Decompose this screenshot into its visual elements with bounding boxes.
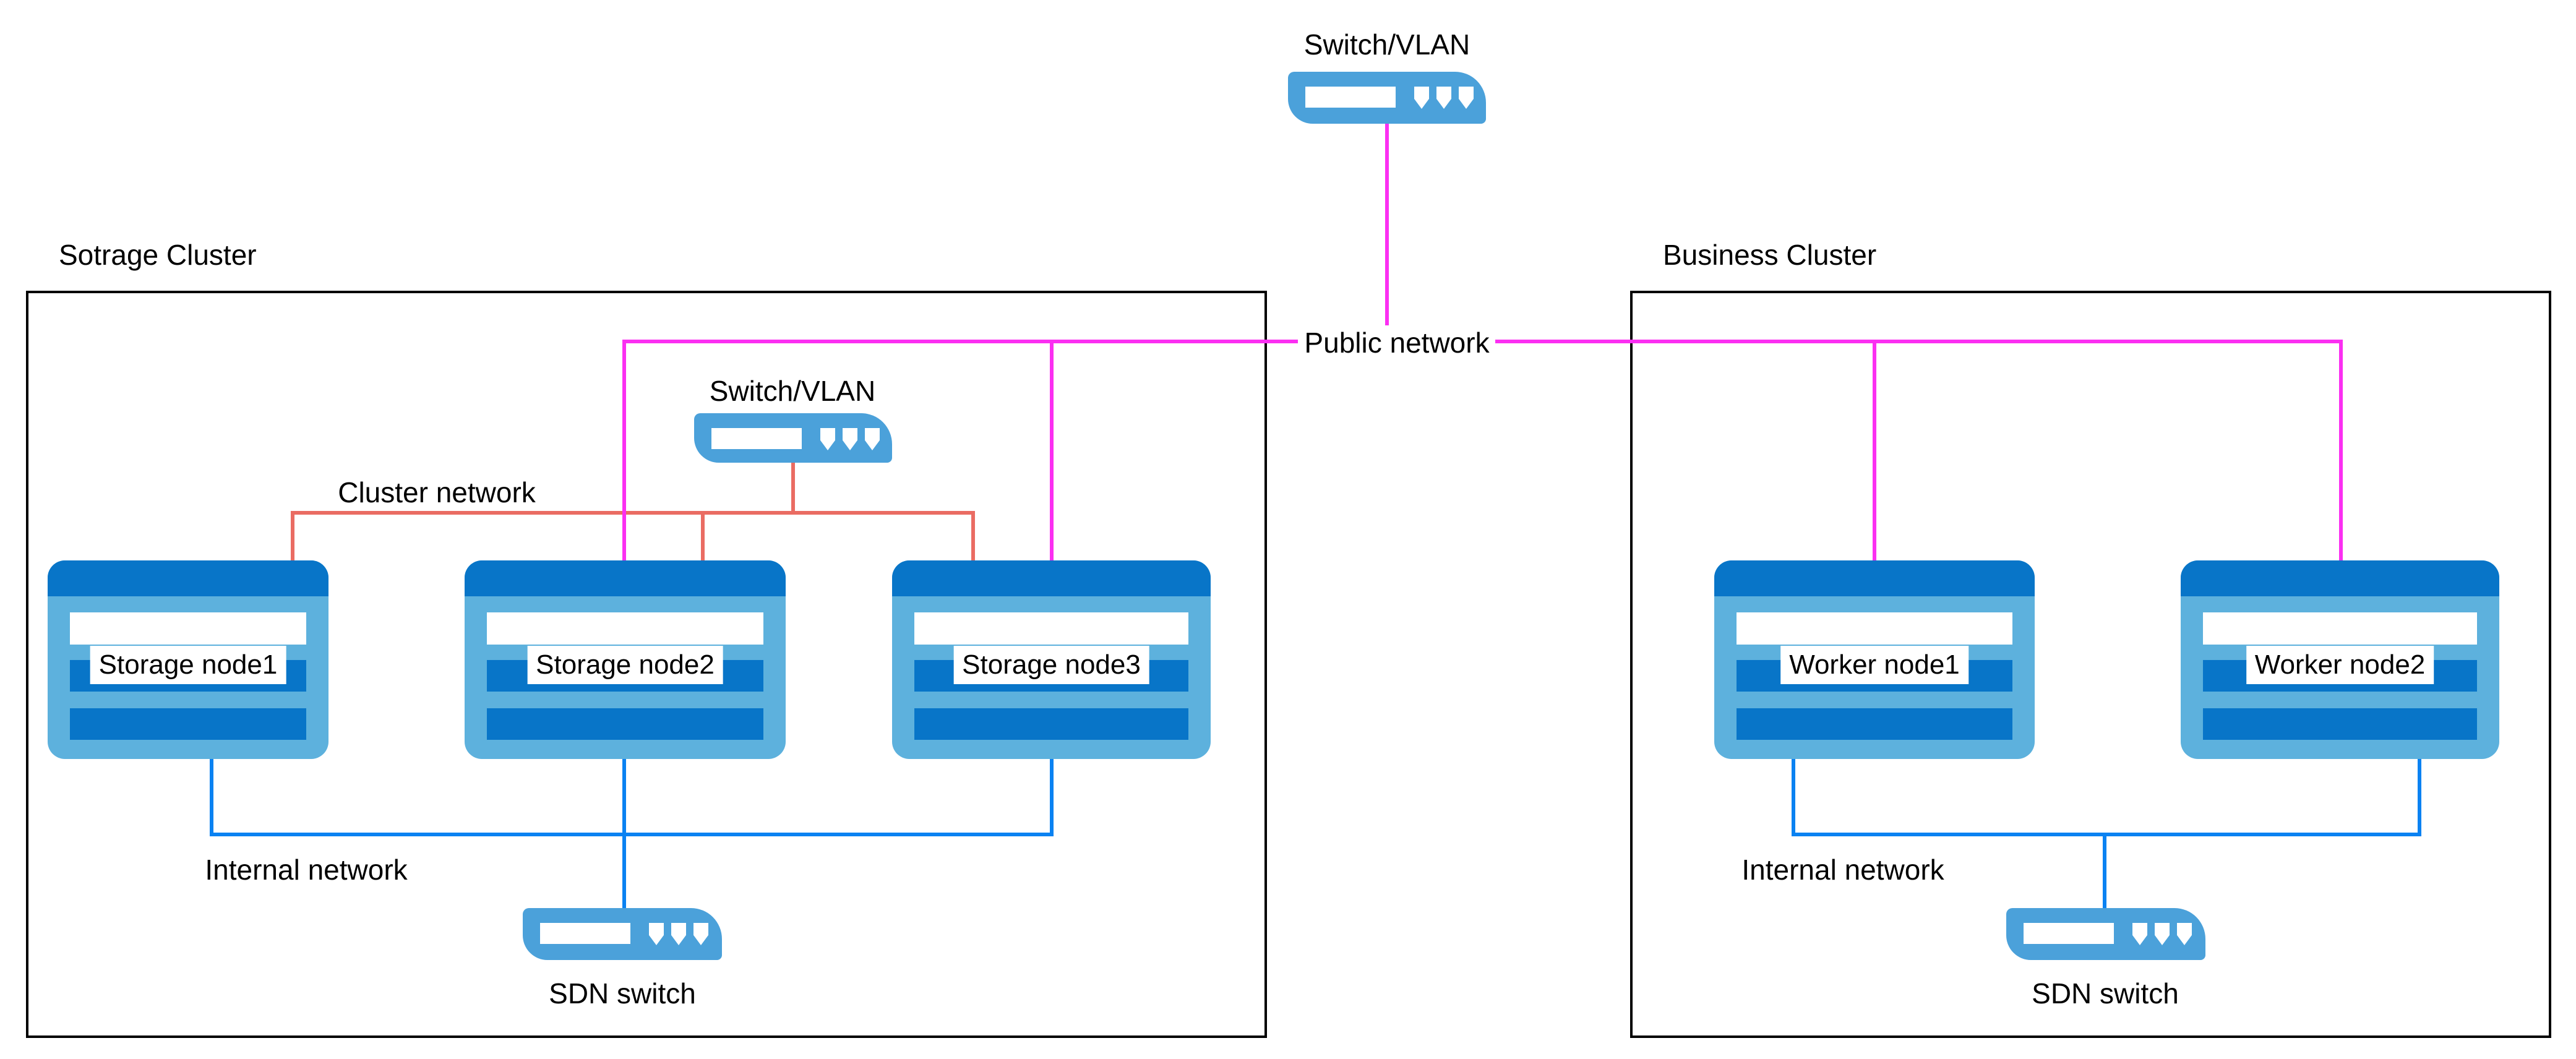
business-cluster-box <box>1630 291 2551 1038</box>
switch-port-icon <box>649 923 664 945</box>
switch-port-icon <box>1459 87 1474 109</box>
switch-body <box>694 413 892 463</box>
storage-sdn-switch-icon <box>523 908 722 960</box>
public-network-line <box>1385 121 1389 329</box>
internal-network-line <box>210 833 1054 836</box>
server-node-storage1: Storage node1 <box>48 560 328 759</box>
server-display-bar <box>1737 612 2012 645</box>
switch-body <box>523 908 722 960</box>
public-network-line <box>1873 340 1876 562</box>
internal-network-line <box>1792 833 2421 836</box>
cluster-network-line <box>701 511 705 562</box>
public-network-line <box>622 340 1298 343</box>
switch-port-icon <box>820 428 835 450</box>
business-cluster-title: Business Cluster <box>1663 239 1877 271</box>
server-node-worker2: Worker node2 <box>2181 560 2499 759</box>
business-sdn-switch-label: SDN switch <box>2032 977 2179 1010</box>
server-slot-bar <box>487 708 763 740</box>
switch-display <box>2024 923 2114 944</box>
storage-sdn-switch-label: SDN switch <box>549 977 696 1010</box>
switch-display <box>1305 87 1396 108</box>
switch-port-icon <box>2155 923 2170 945</box>
public-switch-icon <box>1288 72 1486 124</box>
storage-internal-network-label: Internal network <box>205 854 408 886</box>
internal-network-line <box>2103 833 2106 910</box>
switch-port-icon <box>693 923 708 945</box>
public-network-line <box>1495 340 2341 343</box>
cluster-network-line <box>791 461 795 515</box>
public-network-line <box>622 340 626 562</box>
switch-port-icon <box>671 923 686 945</box>
server-display-bar <box>914 612 1188 645</box>
switch-port-icon <box>2177 923 2192 945</box>
public-network-line <box>2339 340 2343 562</box>
server-node-worker1: Worker node1 <box>1714 560 2035 759</box>
switch-display <box>540 923 630 944</box>
business-sdn-switch-icon <box>2006 908 2205 960</box>
server-node-label: Worker node2 <box>2246 646 2434 685</box>
server-header-bar <box>1714 560 2035 596</box>
switch-port-icon <box>843 428 857 450</box>
server-slot-bar <box>70 708 306 740</box>
server-node-storage2: Storage node2 <box>465 560 786 759</box>
switch-port-icon <box>2132 923 2147 945</box>
storage-switch-label: Switch/VLAN <box>709 375 876 407</box>
internal-network-line <box>210 759 213 836</box>
server-node-storage3: Storage node3 <box>892 560 1211 759</box>
cluster-network-label: Cluster network <box>338 476 536 508</box>
switch-body <box>2006 908 2205 960</box>
server-header-bar <box>892 560 1211 596</box>
internal-network-line <box>1792 759 1795 836</box>
server-header-bar <box>48 560 328 596</box>
cluster-network-line <box>971 511 975 562</box>
storage-switch-icon <box>694 413 892 463</box>
storage-cluster-box <box>26 291 1267 1038</box>
server-display-bar <box>2203 612 2477 645</box>
server-node-label: Storage node2 <box>527 646 723 685</box>
server-display-bar <box>487 612 763 645</box>
switch-port-icon <box>865 428 880 450</box>
server-slot-bar <box>1737 708 2012 740</box>
server-slot-bar <box>914 708 1188 740</box>
business-internal-network-label: Internal network <box>1741 854 1944 886</box>
cluster-network-line <box>291 511 975 515</box>
switch-display <box>711 428 802 449</box>
public-network-label: Public network <box>1299 325 1495 361</box>
switch-port-icon <box>1436 87 1451 109</box>
server-node-label: Worker node1 <box>1780 646 1968 685</box>
storage-cluster-title: Sotrage Cluster <box>59 239 257 271</box>
cluster-network-line <box>291 511 294 562</box>
server-display-bar <box>70 612 306 645</box>
internal-network-line <box>2418 759 2421 836</box>
switch-body <box>1288 72 1486 124</box>
top-switch-label: Switch/VLAN <box>1303 28 1470 61</box>
server-slot-bar <box>2203 708 2477 740</box>
server-node-label: Storage node1 <box>90 646 286 685</box>
public-network-line <box>1050 340 1054 562</box>
server-node-label: Storage node3 <box>953 646 1149 685</box>
switch-port-icon <box>1414 87 1429 109</box>
internal-network-line <box>1050 759 1054 836</box>
server-header-bar <box>2181 560 2499 596</box>
server-header-bar <box>465 560 786 596</box>
